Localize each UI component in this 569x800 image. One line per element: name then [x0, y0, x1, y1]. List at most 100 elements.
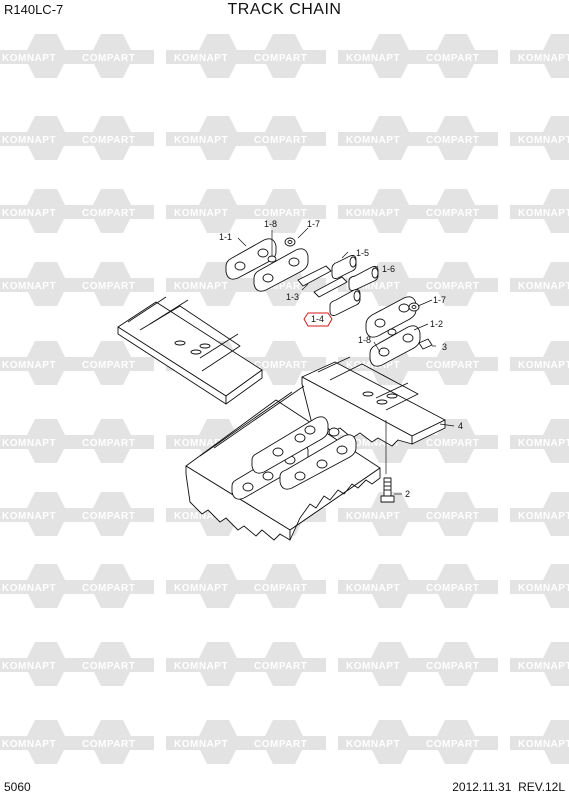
- svg-text:KOMNAPT: KOMNAPT: [174, 661, 228, 672]
- watermark-logo: KOMNAPT COMPART: [0, 419, 154, 463]
- svg-text:KOMNAPT: KOMNAPT: [518, 135, 569, 146]
- svg-text:KOMNAPT: KOMNAPT: [346, 583, 400, 594]
- svg-text:COMPART: COMPART: [426, 135, 479, 146]
- svg-text:KOMNAPT: KOMNAPT: [174, 511, 228, 522]
- svg-text:KOMNAPT: KOMNAPT: [518, 583, 569, 594]
- highlight-frame-1-4: [303, 312, 333, 327]
- watermark-logo: KOMNAPT COMPART: [166, 189, 326, 233]
- callout-1-8-lower: 1-8: [358, 335, 371, 345]
- svg-text:COMPART: COMPART: [254, 208, 307, 219]
- callout-1-2: 1-2: [430, 319, 443, 329]
- svg-text:KOMNAPT: KOMNAPT: [346, 360, 400, 371]
- watermark-logo: KOMNAPT COMPART: [0, 341, 154, 385]
- svg-text:COMPART: COMPART: [426, 511, 479, 522]
- svg-text:KOMNAPT: KOMNAPT: [518, 661, 569, 672]
- watermark-logo: KOMNAPT COMPART: [166, 34, 326, 78]
- svg-text:KOMNAPT: KOMNAPT: [518, 438, 569, 449]
- svg-text:COMPART: COMPART: [82, 208, 135, 219]
- pins-and-bushings: [297, 255, 379, 316]
- svg-text:KOMNAPT: KOMNAPT: [2, 135, 56, 146]
- svg-text:COMPART: COMPART: [254, 583, 307, 594]
- callout-1-3: 1-3: [286, 292, 299, 302]
- callout-1-8-upper: 1-8: [264, 219, 277, 229]
- svg-text:KOMNAPT: KOMNAPT: [2, 438, 56, 449]
- svg-text:COMPART: COMPART: [82, 661, 135, 672]
- watermark-logo: KOMNAPT COMPART: [338, 564, 498, 608]
- watermark-logo: KOMNAPT COMPART: [338, 642, 498, 686]
- svg-text:KOMNAPT: KOMNAPT: [346, 661, 400, 672]
- watermark-logo: KOMNAPT COMPART: [0, 564, 154, 608]
- callout-1-5: 1-5: [356, 248, 369, 258]
- callout-1-7-lower: 1-7: [433, 295, 446, 305]
- svg-text:KOMNAPT: KOMNAPT: [174, 739, 228, 750]
- svg-text:KOMNAPT: KOMNAPT: [2, 583, 56, 594]
- callout-4: 4: [458, 421, 463, 431]
- callout-1-6: 1-6: [382, 264, 395, 274]
- svg-text:KOMNAPT: KOMNAPT: [2, 208, 56, 219]
- svg-text:KOMNAPT: KOMNAPT: [2, 360, 56, 371]
- svg-text:KOMNAPT: KOMNAPT: [174, 135, 228, 146]
- svg-text:KOMNAPT: KOMNAPT: [174, 208, 228, 219]
- svg-text:KOMNAPT: KOMNAPT: [346, 739, 400, 750]
- watermark-logo: KOMNAPT COMPART: [338, 262, 498, 306]
- svg-text:KOMNAPT: KOMNAPT: [518, 739, 569, 750]
- svg-text:KOMNAPT: KOMNAPT: [174, 438, 228, 449]
- svg-text:KOMNAPT: KOMNAPT: [518, 53, 569, 64]
- svg-text:COMPART: COMPART: [82, 360, 135, 371]
- watermark-logo: KOMNAPT COMPART: [0, 720, 154, 764]
- svg-text:COMPART: COMPART: [426, 739, 479, 750]
- svg-text:KOMNAPT: KOMNAPT: [174, 53, 228, 64]
- callout-2: 2: [405, 489, 410, 499]
- track-bolt: [380, 477, 395, 503]
- svg-text:COMPART: COMPART: [82, 511, 135, 522]
- watermark-logo: KOMNAPT COMPART: [166, 642, 326, 686]
- svg-text:KOMNAPT: KOMNAPT: [346, 208, 400, 219]
- callout-1-7-upper: 1-7: [307, 219, 320, 229]
- watermark-logo: KOMNAPT COMPART: [0, 189, 154, 233]
- svg-text:COMPART: COMPART: [254, 661, 307, 672]
- svg-text:KOMNAPT: KOMNAPT: [346, 511, 400, 522]
- svg-text:KOMNAPT: KOMNAPT: [518, 360, 569, 371]
- callout-1-1: 1-1: [219, 232, 232, 242]
- svg-text:COMPART: COMPART: [254, 281, 307, 292]
- svg-text:KOMNAPT: KOMNAPT: [346, 438, 400, 449]
- svg-text:KOMNAPT: KOMNAPT: [2, 53, 56, 64]
- svg-text:COMPART: COMPART: [82, 583, 135, 594]
- leader-lines: [237, 227, 455, 495]
- svg-text:KOMNAPT: KOMNAPT: [346, 53, 400, 64]
- svg-text:KOMNAPT: KOMNAPT: [174, 281, 228, 292]
- track-link-1-1-upper: [225, 237, 309, 292]
- svg-text:COMPART: COMPART: [426, 281, 479, 292]
- svg-text:COMPART: COMPART: [82, 739, 135, 750]
- svg-text:COMPART: COMPART: [426, 360, 479, 371]
- callout-3: 3: [442, 342, 447, 352]
- page-number: 5060: [4, 780, 31, 794]
- svg-text:COMPART: COMPART: [426, 661, 479, 672]
- svg-text:COMPART: COMPART: [82, 53, 135, 64]
- svg-text:COMPART: COMPART: [254, 135, 307, 146]
- svg-text:KOMNAPT: KOMNAPT: [346, 281, 400, 292]
- svg-text:KOMNAPT: KOMNAPT: [518, 511, 569, 522]
- track-shoe-right: [301, 356, 446, 447]
- svg-text:COMPART: COMPART: [254, 53, 307, 64]
- svg-text:COMPART: COMPART: [82, 438, 135, 449]
- date-revision: 2012.11.31 REV.12L: [452, 780, 565, 794]
- track-shoe-left: [117, 296, 263, 405]
- svg-text:COMPART: COMPART: [82, 135, 135, 146]
- svg-text:KOMNAPT: KOMNAPT: [2, 739, 56, 750]
- svg-text:COMPART: COMPART: [254, 360, 307, 371]
- svg-text:COMPART: COMPART: [254, 739, 307, 750]
- svg-text:COMPART: COMPART: [426, 583, 479, 594]
- model-number: R140LC-7: [4, 2, 64, 17]
